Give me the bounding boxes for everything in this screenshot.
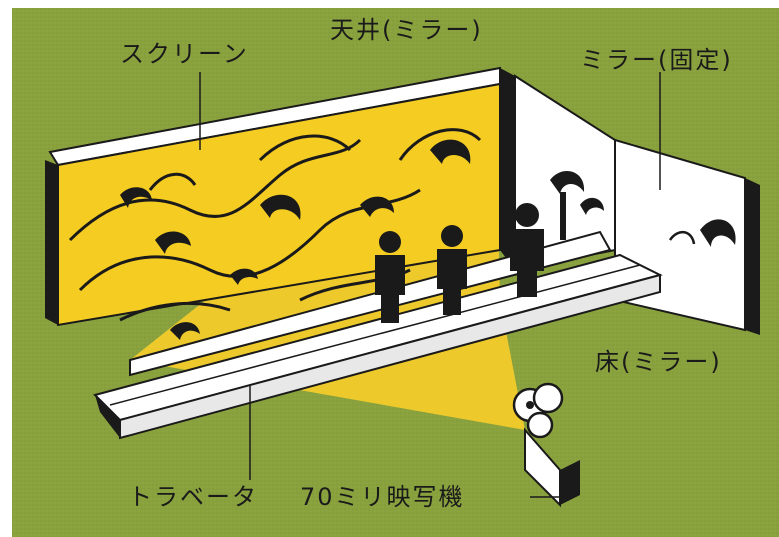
projector	[512, 382, 580, 508]
reflection-curls	[550, 170, 604, 240]
visitor-1	[375, 231, 405, 323]
screen-label: スクリーン	[120, 40, 249, 68]
visitors	[375, 203, 544, 323]
travelator-label: トラベータ	[128, 483, 258, 511]
mirror-fixed-label: ミラー(固定)	[580, 46, 733, 74]
floor-label: 床(ミラー)	[595, 348, 722, 376]
projector-label: 70ミリ映写機	[300, 483, 465, 511]
visitor-3	[510, 203, 544, 297]
ceiling-label: 天井(ミラー)	[330, 16, 483, 44]
visitor-2	[437, 225, 467, 315]
wave-curls	[120, 139, 471, 340]
leader-lines	[199, 72, 661, 498]
